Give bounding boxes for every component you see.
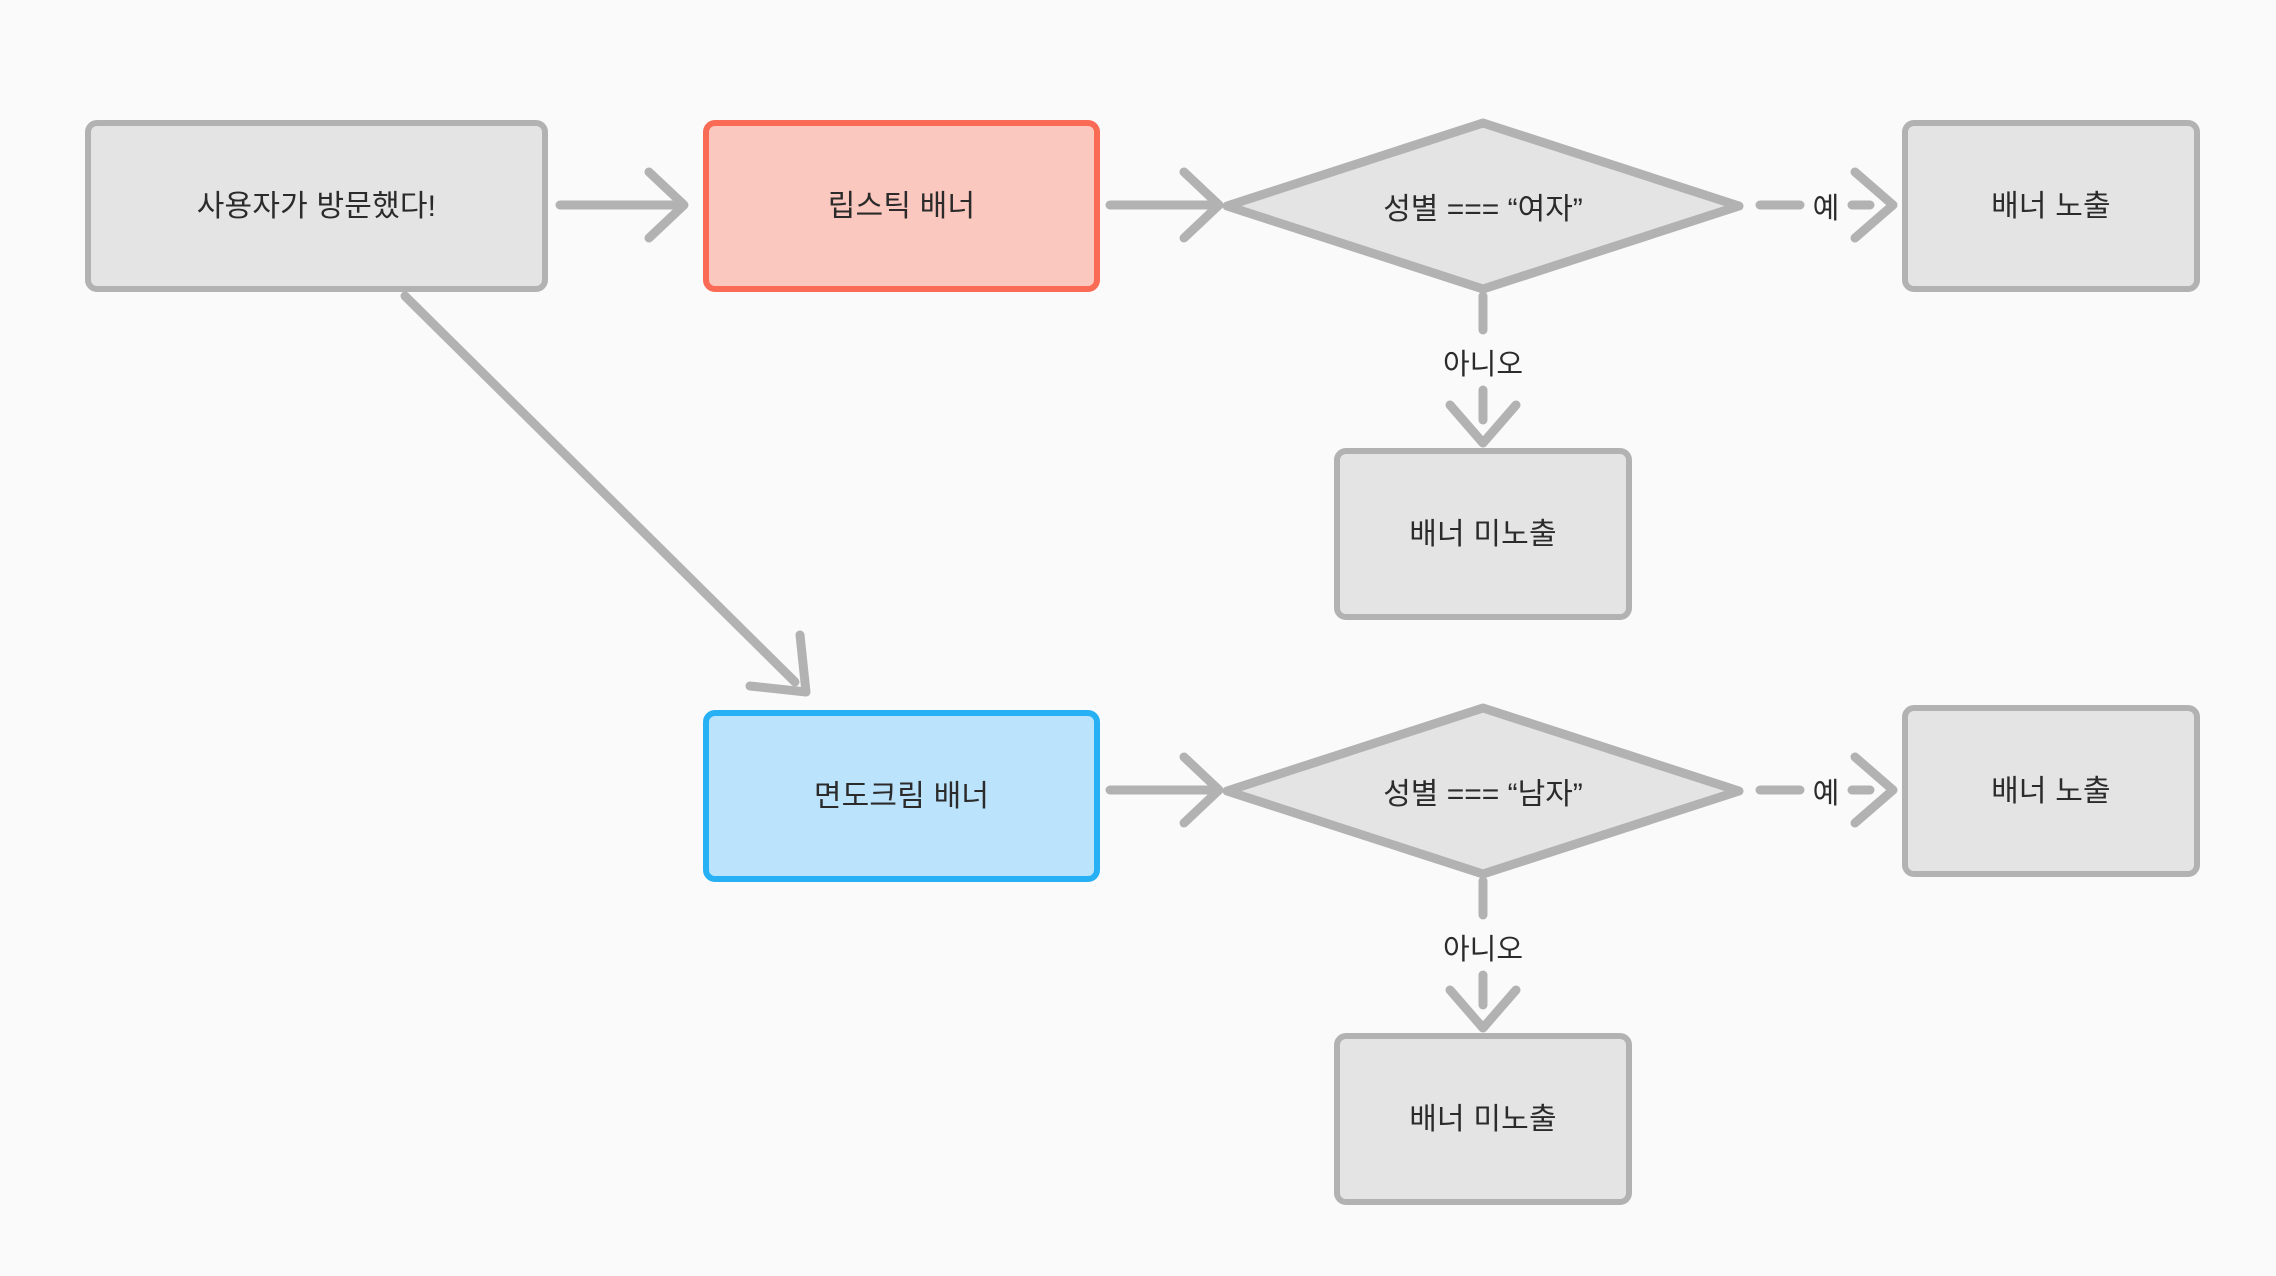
- node-show-banner-top[interactable]: 배너 노출: [1902, 120, 2200, 292]
- edge-label-no-top: 아니오: [1442, 349, 1524, 381]
- node-show-banner-bottom-label: 배너 노출: [1991, 774, 2111, 808]
- node-hide-banner-bottom[interactable]: 배너 미노출: [1334, 1033, 1632, 1205]
- edge-shaving-to-cond-male: [1105, 752, 1224, 828]
- edge-label-no-bottom: 아니오: [1442, 934, 1524, 966]
- node-start-label: 사용자가 방문했다!: [196, 189, 437, 223]
- node-condition-female-label: 성별 === “여자”: [1383, 193, 1583, 226]
- diamond-shape-male: [1222, 703, 1744, 879]
- node-shaving-cream-banner-label: 면도크림 배너: [813, 779, 990, 813]
- node-show-banner-top-label: 배너 노출: [1991, 189, 2111, 223]
- node-lipstick-banner[interactable]: 립스틱 배너: [703, 120, 1100, 292]
- node-show-banner-bottom[interactable]: 배너 노출: [1902, 705, 2200, 877]
- node-condition-male-label: 성별 === “남자”: [1383, 778, 1583, 811]
- node-hide-banner-top-label: 배너 미노출: [1409, 517, 1557, 551]
- node-shaving-cream-banner[interactable]: 면도크림 배너: [703, 710, 1100, 882]
- diamond-shape-female: [1222, 118, 1744, 294]
- edge-lipstick-to-cond-female: [1105, 167, 1224, 243]
- node-lipstick-banner-label: 립스틱 배너: [827, 189, 976, 223]
- node-hide-banner-bottom-label: 배너 미노출: [1409, 1102, 1557, 1136]
- node-condition-female[interactable]: 성별 === “여자”: [1222, 118, 1744, 294]
- edge-start-to-lipstick: [555, 167, 689, 243]
- edge-start-to-shaving: [400, 291, 811, 697]
- edge-label-yes-top: 예: [1812, 193, 1840, 225]
- edge-label-yes-bottom: 예: [1812, 778, 1840, 810]
- node-start[interactable]: 사용자가 방문했다!: [85, 120, 548, 292]
- node-condition-male[interactable]: 성별 === “남자”: [1222, 703, 1744, 879]
- node-hide-banner-top[interactable]: 배너 미노출: [1334, 448, 1632, 620]
